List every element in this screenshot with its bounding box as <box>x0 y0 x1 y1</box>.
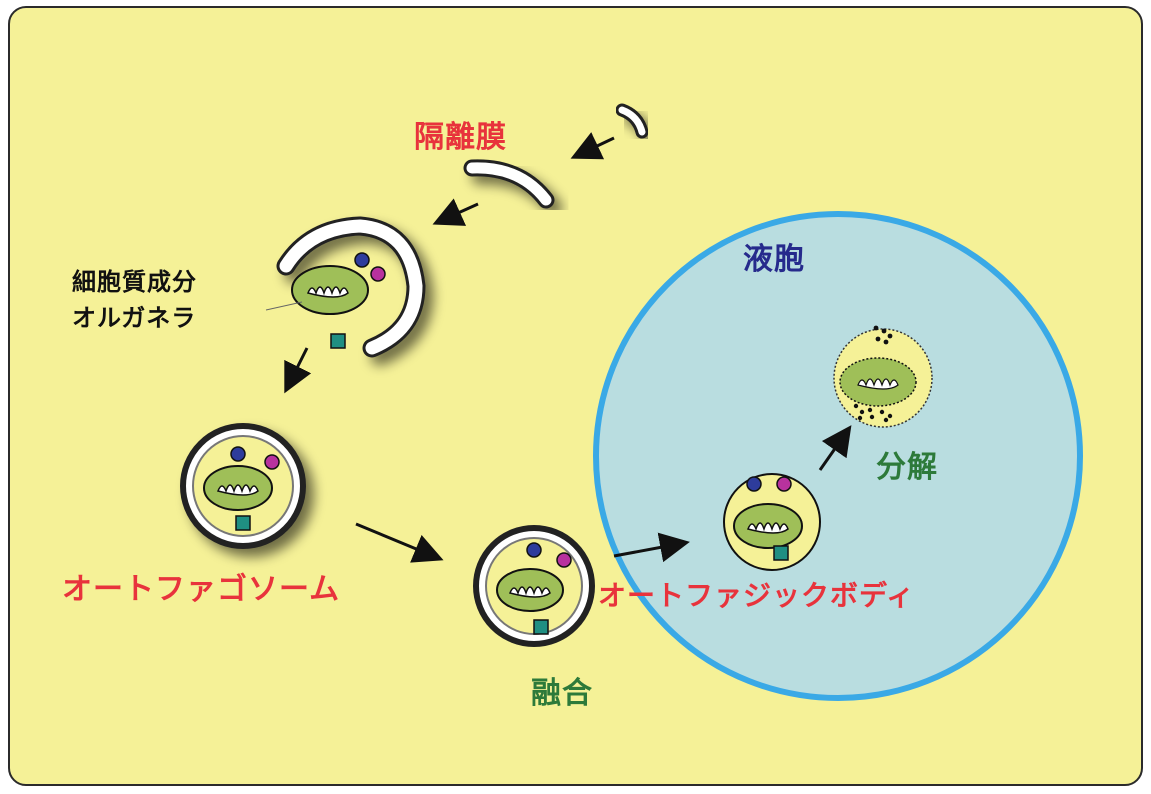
leader-line <box>265 301 303 311</box>
autophagy-diagram <box>180 103 1083 701</box>
vacuole <box>593 211 1083 701</box>
organelle-blue <box>354 252 370 268</box>
arrow-2 <box>432 198 479 226</box>
cell-background: 隔離膜 細胞質成分 オルガネラ オートファゴソーム 融合 液胞 オートファジック… <box>8 6 1143 786</box>
label-autophagic-body: オートファジックボディ <box>598 579 916 612</box>
arrow-5 <box>613 532 690 563</box>
autophagosome-body <box>180 423 306 549</box>
membrane-enclosing-inner <box>279 219 423 355</box>
label-fusion: 融合 <box>531 676 593 711</box>
organelle-teal <box>330 333 346 349</box>
label-organelle: オルガネラ <box>72 304 197 332</box>
arrow-3 <box>284 347 312 394</box>
membrane-curved-inner <box>466 162 552 206</box>
arrow-4 <box>355 522 444 563</box>
label-degradation: 分解 <box>876 450 938 485</box>
arrow-1 <box>570 132 615 160</box>
fusing-autophagosome <box>473 525 595 647</box>
label-vacuole: 液胞 <box>743 242 805 277</box>
autophagic-body <box>723 473 821 571</box>
arrow-6 <box>818 425 852 471</box>
label-cytoplasm-components: 細胞質成分 <box>72 268 197 296</box>
membrane-small-inner <box>618 106 646 136</box>
label-isolation-membrane: 隔離膜 <box>414 120 507 155</box>
mitochondrion-forming <box>291 265 369 315</box>
organelle-magenta <box>370 266 386 282</box>
label-autophagosome: オートファゴソーム <box>62 572 341 607</box>
degrading-body <box>833 325 933 428</box>
